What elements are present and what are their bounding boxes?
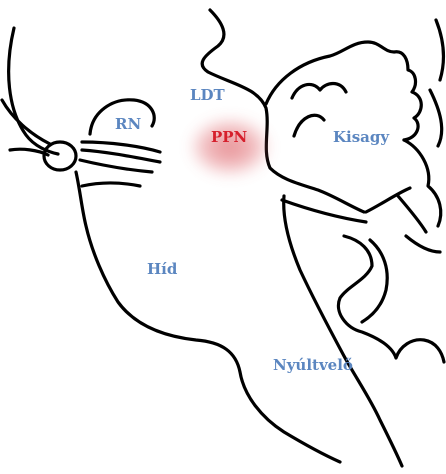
tectum-contour <box>202 10 364 212</box>
cerebellum-far-right <box>436 20 443 80</box>
pons-medulla-contour <box>76 172 340 462</box>
rn-fiber-2 <box>82 150 160 162</box>
label-ldt: LDT <box>190 88 225 103</box>
ppn-highlight-glow <box>190 118 270 176</box>
cerebellum-folia-mid <box>294 115 324 136</box>
ventricle-line-3 <box>398 196 426 232</box>
label-kisagy: Kisagy <box>333 130 389 145</box>
lower-cerebellum-inner <box>362 240 387 322</box>
label-nyultvelo: Nyúltvelő <box>273 358 353 373</box>
cerebellum-folia-upper <box>292 84 346 99</box>
cerebellum-right-folia <box>404 140 441 226</box>
cerebellum-far-right-2 <box>430 90 442 146</box>
label-hid: Híd <box>147 262 177 277</box>
label-ppn: PPN <box>211 130 247 145</box>
outline-strokes <box>2 10 444 466</box>
ventricle-line-1 <box>282 200 366 222</box>
label-rn: RN <box>115 117 141 132</box>
pons-top-contour <box>82 183 140 186</box>
lower-cerebellum <box>338 236 444 362</box>
ventricle-line-4 <box>406 236 440 252</box>
rn-fiber-3 <box>80 160 152 172</box>
